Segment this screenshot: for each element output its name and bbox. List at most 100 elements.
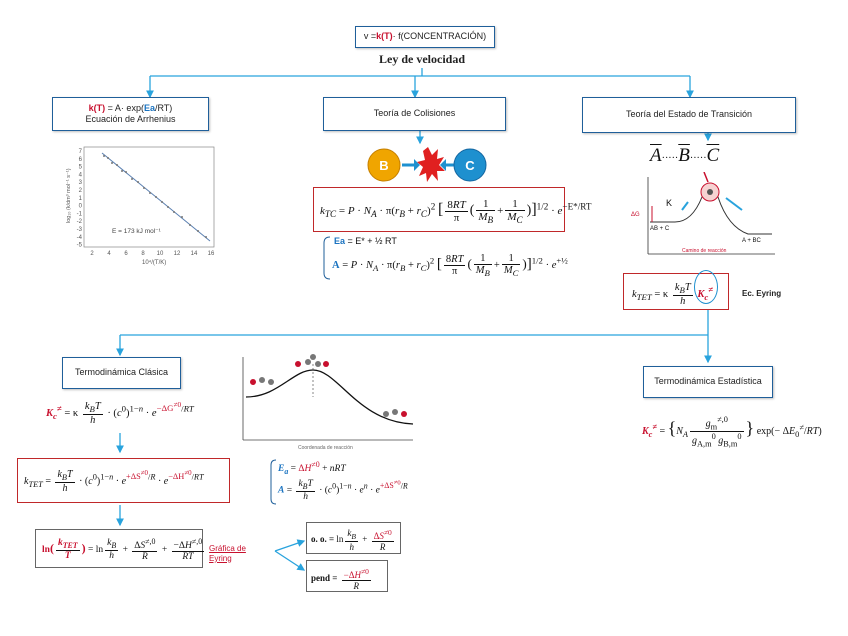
a-label: A <box>332 259 340 271</box>
energy-caption: Coordenada de reacción <box>298 445 353 451</box>
ytick: 1 <box>79 196 83 202</box>
thermo-stat-box: Termodinámica Estadística <box>643 366 773 398</box>
ytick: 3 <box>79 180 83 186</box>
xtick: 2 <box>90 251 94 257</box>
arrhenius-plot: 7 6 5 4 3 2 1 0 -1 -2 -3 -4 -5 2 4 6 8 1… <box>66 146 215 266</box>
tst-products: A + BC <box>742 238 762 244</box>
rate-law-suffix: · f(CONCENTRACIÓN) <box>392 31 487 42</box>
abc-a: A <box>650 145 662 166</box>
ktet-sub: TET <box>636 292 652 303</box>
c-molecule-label: C <box>465 158 475 173</box>
eyring-label: Ec. Eyring <box>742 289 782 298</box>
arrhenius-box: k(T) = A· exp(Ea/RT) Ecuación de Arrheni… <box>52 97 209 131</box>
ytick: -3 <box>77 227 83 233</box>
rate-law-prefix: v = <box>363 31 377 42</box>
c-molecule-icon <box>453 148 487 182</box>
arrhenius-k: k(T) <box>88 102 106 113</box>
collision-theory-label: Teoría de Colisiones <box>373 108 456 119</box>
abc-b: B <box>678 145 690 166</box>
collision-theory-box: Teoría de Colisiones <box>323 97 506 131</box>
ktc-sub: TC <box>324 209 337 220</box>
grafica-line2: Eyring <box>209 553 232 563</box>
ytick: 4 <box>79 172 83 178</box>
arrhenius-ylabel: log₁₀ (k/dm³ mol⁻¹ s⁻¹) <box>66 168 72 223</box>
ytick: 7 <box>79 149 83 155</box>
eu-brace <box>270 459 277 505</box>
thermo-classic-label: Termodinámica Clásica <box>74 367 169 378</box>
intercept-label: o. o. = <box>311 534 337 545</box>
collision-burst-icon <box>417 147 445 182</box>
arrhenius-xticks: 2 4 6 8 10 12 14 16 <box>90 251 215 257</box>
ytick: 0 <box>79 204 83 210</box>
ytick: 2 <box>79 188 83 194</box>
ytick: 6 <box>79 157 83 163</box>
tst-energy-diagram: ΔG K AB + C A + BC Camino de reacción <box>631 172 775 255</box>
xtick: 10 <box>157 251 164 257</box>
xtick: 8 <box>141 251 145 257</box>
rate-law-k: k(T) <box>376 31 393 42</box>
arrhenius-points <box>103 155 207 238</box>
tst-coord: Camino de reacción <box>682 248 727 254</box>
collision-illustration: B C <box>367 147 487 182</box>
tst-dg-label: ΔG <box>631 212 640 218</box>
molecule-icons <box>250 354 407 417</box>
xtick: 4 <box>107 251 111 257</box>
grafica-eyring-label: Gráfica de Eyring <box>209 544 246 563</box>
xtick: 6 <box>124 251 128 257</box>
xtick: 14 <box>191 251 198 257</box>
arrhenius-end: /RT) <box>154 102 173 113</box>
ytick: -5 <box>77 243 83 249</box>
thermo-stat-label: Termodinámica Estadística <box>654 376 762 387</box>
ea-rhs: = E* + ½ RT <box>345 236 397 246</box>
arrhenius-yticks: 7 6 5 4 3 2 1 0 -1 -2 -3 -4 -5 <box>77 149 83 249</box>
ytick: 5 <box>79 165 83 171</box>
ytick: -2 <box>77 219 83 225</box>
transition-state-label: Teoría del Estado de Transición <box>625 109 753 120</box>
b-molecule-label: B <box>379 158 388 173</box>
arrhenius-xlabel: 10⁴/(T/K) <box>142 259 166 266</box>
ea-equation: Ea = E* + ½ RT <box>334 236 397 246</box>
b-molecule-icon <box>367 148 401 182</box>
ktet-lhs: k <box>632 288 637 300</box>
ea-label: Ea <box>334 236 346 246</box>
xtick: 16 <box>208 251 215 257</box>
arrhenius-caption: Ecuación de Arrhenius <box>85 114 176 124</box>
abc-dots-1: ····· <box>661 153 679 164</box>
rate-law-box: v = k(T) · f(CONCENTRACIÓN) <box>355 26 495 48</box>
reaction-energy-profile: Coordenada de reacción <box>242 354 414 451</box>
ktc-lhs: k <box>320 205 325 218</box>
transition-state-box: Teoría del Estado de Transición <box>582 97 796 133</box>
ytick: -4 <box>77 235 83 241</box>
ytick: -1 <box>77 211 83 217</box>
tst-reactants: AB + C <box>650 226 670 232</box>
abc-line: A·····B·····C <box>650 145 719 167</box>
thermo-classic-box: Termodinámica Clásica <box>62 357 181 389</box>
tst-kc-label: K <box>666 198 672 208</box>
grafica-line1: Gráfica de <box>209 544 246 553</box>
arrhenius-annotation: E = 173 kJ mol⁻¹ <box>112 228 162 235</box>
xtick: 12 <box>174 251 181 257</box>
page-title: Ley de velocidad <box>379 52 465 66</box>
eu-equation: Ea = ΔH≠0 + nRT <box>278 460 346 477</box>
abc-c: C <box>706 145 720 166</box>
abc-dots-2: ····· <box>689 153 707 164</box>
slope-label: pend = <box>311 573 340 584</box>
arrhenius-ea: Ea <box>143 102 155 113</box>
kc-highlight-ellipse <box>694 270 718 304</box>
arrhenius-mid: = A· exp( <box>105 102 144 113</box>
